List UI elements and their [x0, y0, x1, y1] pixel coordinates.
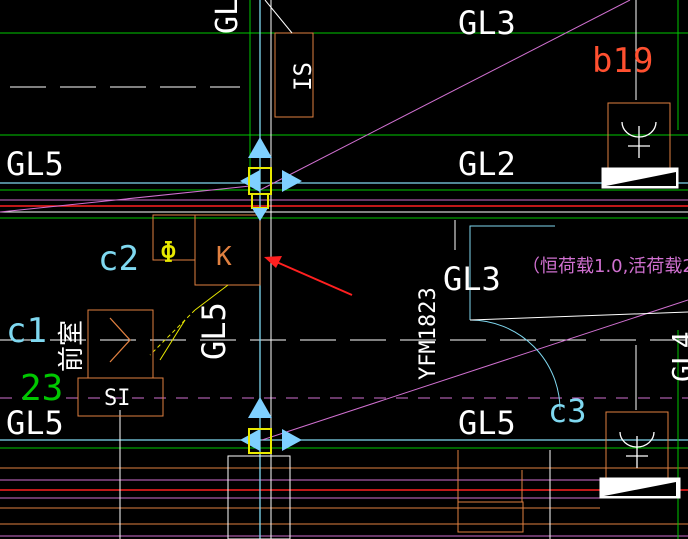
label-gl5-right: GL5 — [458, 404, 516, 442]
label-phi: Φ — [160, 236, 177, 269]
grip-arrow-right[interactable] — [282, 170, 302, 192]
is-leader — [264, 0, 293, 34]
red-arrow-head — [264, 256, 282, 268]
label-si: SI — [104, 386, 131, 411]
label-gl5-vertical: GL5 — [195, 302, 233, 360]
left-box-chevron — [109, 317, 131, 363]
selection-grips-upper[interactable] — [240, 137, 302, 221]
label-num-23: 23 — [20, 368, 63, 409]
lower-right-box — [457, 501, 524, 533]
magenta-diagonal-lower — [261, 299, 688, 441]
label-yfm: YFM1823 — [416, 287, 441, 380]
grip-arrow-down[interactable] — [252, 208, 268, 221]
label-gl2: GL2 — [458, 145, 516, 183]
label-c1: c1 — [6, 311, 47, 351]
grip-arrow-up-lower[interactable] — [248, 397, 272, 418]
label-c3: c3 — [548, 392, 587, 430]
lower-center-box — [227, 455, 291, 539]
label-b19: b19 — [592, 41, 653, 81]
grip-arrow-up[interactable] — [248, 137, 272, 158]
label-c2: c2 — [98, 239, 139, 279]
is-box — [274, 32, 314, 118]
label-k: K — [216, 242, 232, 272]
label-gl4: GL4 — [666, 331, 688, 382]
label-gl-top-left: GL — [210, 0, 245, 34]
door-leaf — [469, 311, 688, 321]
grip-square-lower-center[interactable] — [248, 428, 272, 454]
magenta-diagonal-left — [0, 184, 261, 213]
label-gl5-left-top: GL5 — [6, 145, 64, 183]
label-gl5-left-bottom: GL5 — [6, 404, 64, 442]
grip-arrow-right-lower[interactable] — [282, 429, 302, 451]
label-load-note: （恒荷载1.0,活荷载2.0） — [522, 256, 688, 277]
label-gl3-top: GL3 — [458, 4, 516, 42]
label-is: IS — [289, 62, 317, 91]
label-qianshi: 前室 — [57, 320, 87, 372]
label-gl3-mid: GL3 — [443, 260, 501, 298]
door-swing-arc — [469, 319, 561, 411]
red-annotation-arrow — [271, 259, 353, 296]
si-box — [77, 377, 164, 417]
selection-grips-lower[interactable] — [240, 397, 302, 454]
magenta-diagonal-upper — [259, 0, 631, 191]
door-frame — [469, 225, 555, 320]
